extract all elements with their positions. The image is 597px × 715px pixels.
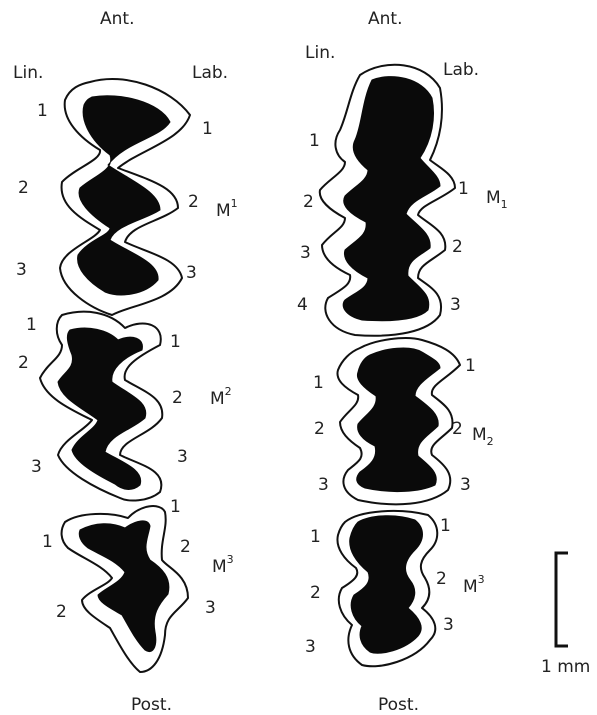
lower-m1-lingual-2: 2 bbox=[303, 192, 314, 212]
right-posterior-label: Post. bbox=[378, 695, 419, 715]
upper-m2-tooth bbox=[39, 310, 164, 502]
lower-m2-lingual-3: 3 bbox=[318, 475, 329, 495]
upper-m2-designation: M2 bbox=[210, 385, 232, 409]
upper-m2-lingual-1: 1 bbox=[26, 315, 37, 335]
lower-m2-lingual-2: 2 bbox=[314, 419, 325, 439]
lower-m1-lingual-3: 3 bbox=[300, 243, 311, 263]
right-labial-label: Lab. bbox=[443, 60, 479, 80]
lower-m3-labial-2: 2 bbox=[436, 569, 447, 589]
upper-m1-lingual-1: 1 bbox=[37, 101, 48, 121]
upper-m1-lingual-3: 3 bbox=[16, 260, 27, 280]
lower-m3-lingual-2: 2 bbox=[310, 583, 321, 603]
lower-m3-labial-1: 1 bbox=[440, 516, 451, 536]
scale-bar-line bbox=[554, 551, 568, 648]
lower-m1-tooth bbox=[318, 63, 456, 337]
upper-m1-designation: M1 bbox=[216, 197, 238, 221]
upper-m2-lingual-2: 2 bbox=[18, 353, 29, 373]
lower-m1-designation: M1 bbox=[486, 188, 508, 211]
left-anterior-label: Ant. bbox=[100, 9, 134, 29]
scale-bar-label: 1 mm bbox=[541, 657, 590, 677]
upper-m1-labial-2: 2 bbox=[188, 192, 199, 212]
lower-m3-tooth bbox=[336, 509, 439, 668]
lower-m3-lingual-1: 1 bbox=[310, 527, 321, 547]
left-posterior-label: Post. bbox=[131, 695, 172, 715]
upper-m2-labial-2: 2 bbox=[172, 388, 183, 408]
left-labial-label: Lab. bbox=[192, 63, 228, 83]
upper-m3-designation: M3 bbox=[212, 553, 234, 577]
upper-m3-labial-2: 2 bbox=[180, 537, 191, 557]
upper-m3-tooth bbox=[60, 505, 189, 673]
lower-m2-tooth bbox=[336, 337, 461, 506]
upper-m3-lingual-1: 1 bbox=[42, 532, 53, 552]
lower-m1-lingual-1: 1 bbox=[309, 131, 320, 151]
upper-m1-tooth bbox=[59, 78, 191, 316]
lower-m1-labial-3: 3 bbox=[450, 295, 461, 315]
lower-m1-labial-1: 1 bbox=[458, 179, 469, 199]
right-anterior-label: Ant. bbox=[368, 9, 402, 29]
lower-m3-labial-3: 3 bbox=[443, 615, 454, 635]
upper-m2-lingual-3: 3 bbox=[31, 457, 42, 477]
lower-m2-lingual-1: 1 bbox=[313, 373, 324, 393]
scale-bar: 1 mm bbox=[541, 551, 590, 677]
upper-m3-lingual-2: 2 bbox=[56, 602, 67, 622]
lower-m1-lingual-4: 4 bbox=[297, 295, 308, 315]
upper-m1-labial-3: 3 bbox=[186, 263, 197, 283]
lower-m3-lingual-3: 3 bbox=[305, 637, 316, 657]
lower-m2-labial-1: 1 bbox=[465, 356, 476, 376]
lower-m2-labial-2: 2 bbox=[452, 419, 463, 439]
upper-m3-labial-1: 1 bbox=[170, 497, 181, 517]
upper-m1-lingual-2: 2 bbox=[18, 178, 29, 198]
upper-m2-labial-3: 3 bbox=[177, 447, 188, 467]
right-lingual-label: Lin. bbox=[305, 43, 335, 63]
upper-m2-labial-1: 1 bbox=[170, 332, 181, 352]
lower-m2-designation: M2 bbox=[472, 425, 494, 448]
lower-m1-labial-2: 2 bbox=[452, 237, 463, 257]
upper-m1-labial-1: 1 bbox=[202, 119, 213, 139]
lower-m2-labial-3: 3 bbox=[460, 475, 471, 495]
lower-m3-designation: M3 bbox=[463, 573, 485, 597]
upper-m3-labial-3: 3 bbox=[205, 598, 216, 618]
left-lingual-label: Lin. bbox=[13, 63, 43, 83]
